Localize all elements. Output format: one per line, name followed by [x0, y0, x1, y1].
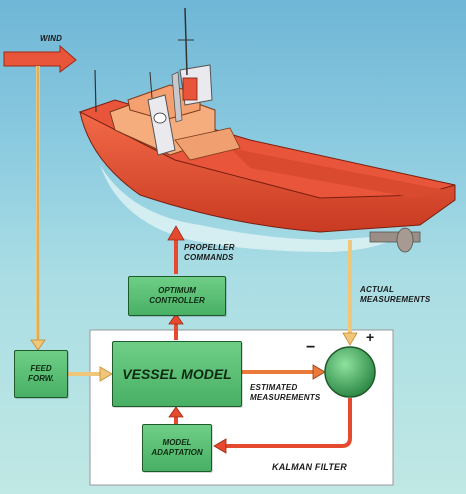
actual-measurements-arrow: [342, 240, 358, 346]
vessel-model-block: VESSEL MODEL: [112, 341, 242, 407]
actual-measurements-line-2: MEASUREMENTS: [360, 295, 431, 304]
model-adaptation-line-1: MODEL: [162, 438, 192, 447]
minus-sign: −: [306, 339, 316, 356]
estimated-measurements-line-1: ESTIMATED: [250, 383, 298, 392]
propeller-commands-line-1: PROPELLER: [184, 243, 235, 252]
error-feedback-arrow: [213, 398, 352, 454]
adaptation-to-model-arrow: [168, 406, 184, 424]
optimum-controller-block: OPTIMUM CONTROLLER: [128, 276, 226, 316]
actual-measurements-label: ACTUAL MEASUREMENTS: [360, 285, 430, 305]
plus-sign: +: [366, 329, 375, 345]
wind-label: WIND: [40, 34, 63, 43]
optimum-controller-line-1: OPTIMUM: [158, 286, 196, 295]
propeller-commands-label: PROPELLER COMMANDS: [184, 243, 235, 263]
estimated-measurements-arrow: [242, 364, 326, 380]
feed-to-model-arrow: [67, 366, 113, 382]
model-adaptation-line-2: ADAPTATION: [151, 448, 203, 457]
wind-arrow: [3, 44, 77, 73]
ship-illustration: [78, 7, 456, 253]
estimated-measurements-label: ESTIMATED MEASUREMENTS: [250, 383, 320, 403]
propeller-commands-line-2: COMMANDS: [184, 253, 234, 262]
optimum-controller-line-2: CONTROLLER: [149, 296, 205, 305]
model-adaptation-block: MODEL ADAPTATION: [142, 424, 212, 472]
feed-forward-line-2: FORW.: [28, 374, 54, 383]
actual-measurements-line-1: ACTUAL: [360, 285, 395, 294]
propeller-commands-arrow: [167, 225, 185, 274]
wind-to-feed-arrow: [30, 66, 46, 351]
estimated-measurements-line-2: MEASUREMENTS: [250, 393, 321, 402]
feed-forward-line-1: FEED: [30, 364, 52, 373]
model-to-controller-arrow: [168, 313, 184, 340]
summing-node: [324, 346, 376, 398]
vessel-model-label: VESSEL MODEL: [122, 366, 232, 382]
kalman-filter-label: KALMAN FILTER: [272, 462, 347, 472]
feed-forward-block: FEED FORW.: [14, 350, 68, 398]
